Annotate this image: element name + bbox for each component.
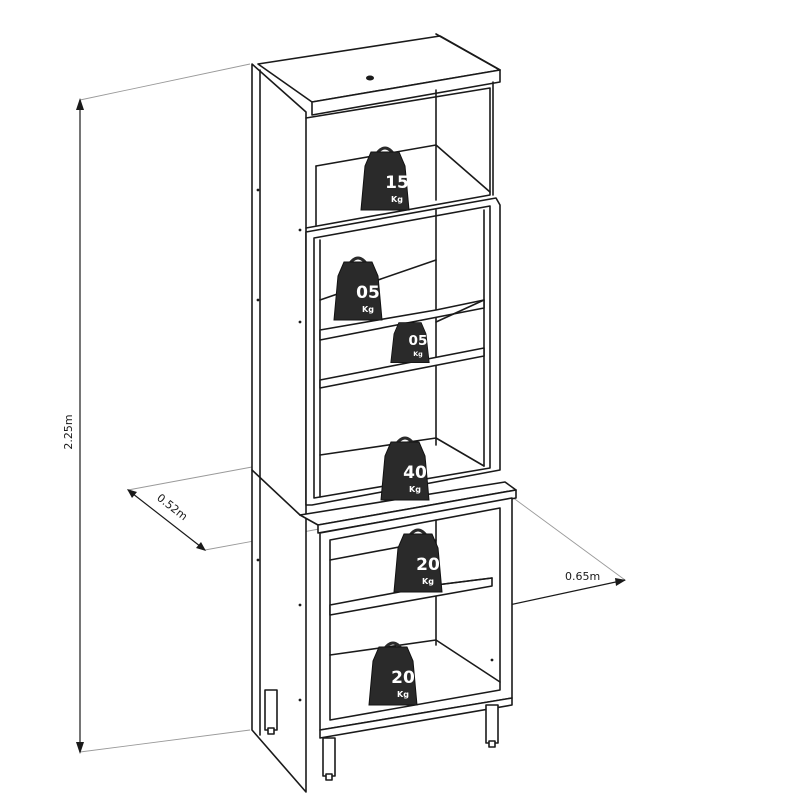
weight-value: 05	[356, 283, 380, 303]
leg-front-left	[322, 737, 336, 777]
left-side-panel	[251, 63, 307, 793]
height-dimension: 2.25m	[62, 98, 84, 754]
leg-front-right	[485, 704, 499, 744]
weight-value: 15	[385, 173, 409, 193]
width-label: 0.65m	[565, 570, 600, 583]
leg-left-back	[264, 689, 278, 731]
top-cable-hole	[366, 75, 374, 81]
weight-icon: 15 Kg	[360, 146, 410, 211]
middle-shelf-1	[319, 299, 485, 341]
weight-icon: 05 Kg	[333, 256, 383, 321]
weight-icon: 05 Kg	[390, 322, 430, 364]
weight-unit: Kg	[391, 195, 403, 204]
weight-icon-group: 15 Kg 05 Kg 05 Kg 40 Kg 20 Kg	[333, 146, 443, 706]
weight-value: 40	[403, 463, 427, 483]
weight-icon: 20 Kg	[368, 641, 418, 706]
weight-unit: Kg	[422, 577, 434, 586]
weight-unit: Kg	[409, 485, 421, 494]
height-label: 2.25m	[62, 414, 75, 449]
legs	[264, 689, 499, 781]
weight-unit: Kg	[362, 305, 374, 314]
weight-icon: 20 Kg	[393, 528, 443, 593]
weight-unit: Kg	[397, 690, 409, 699]
screw-holes	[256, 188, 494, 702]
depth-dimension: 0.52m	[127, 489, 206, 551]
weight-value: 20	[416, 555, 440, 575]
depth-label: 0.52m	[154, 491, 190, 523]
weight-icon: 40 Kg	[380, 436, 430, 501]
weight-value: 05	[409, 333, 428, 349]
weight-unit: Kg	[413, 350, 423, 358]
middle-shelf-2	[319, 347, 485, 389]
weight-value: 20	[391, 668, 415, 688]
